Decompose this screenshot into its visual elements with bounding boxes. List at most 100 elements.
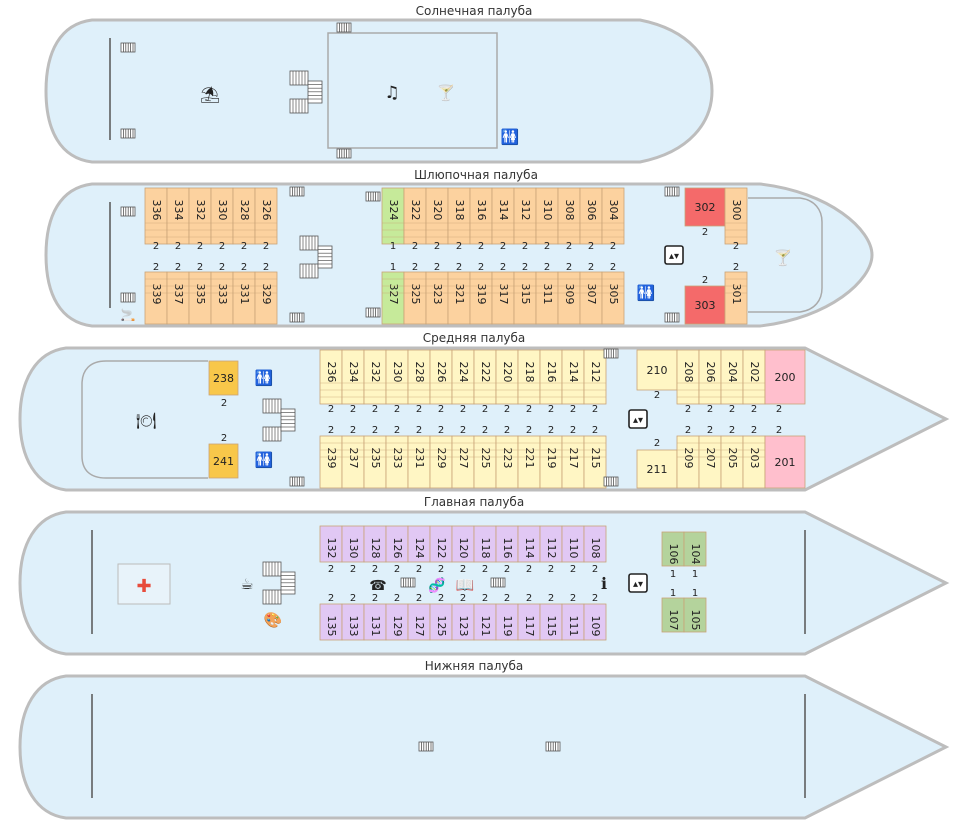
cabin-105[interactable]: 1051 bbox=[683, 588, 707, 633]
cabin-201[interactable]: 2012 bbox=[764, 425, 806, 489]
cabin-228[interactable]: 2282 bbox=[407, 349, 431, 415]
cabin-330[interactable]: 3302 bbox=[210, 187, 234, 252]
cabin-311[interactable]: 3112 bbox=[535, 262, 559, 325]
cabin-122[interactable]: 1222 bbox=[429, 525, 453, 575]
cabin-118[interactable]: 1182 bbox=[473, 525, 497, 575]
cabin-310[interactable]: 3102 bbox=[535, 187, 559, 252]
cabin-224[interactable]: 2242 bbox=[451, 349, 475, 415]
cabin-318[interactable]: 3182 bbox=[447, 187, 471, 252]
cabin-204[interactable]: 2042 bbox=[720, 349, 744, 415]
cabin-104[interactable]: 1041 bbox=[683, 531, 707, 580]
cabin-232[interactable]: 2322 bbox=[363, 349, 387, 415]
cabin-216[interactable]: 2162 bbox=[539, 349, 563, 415]
cabin-324[interactable]: 3241 bbox=[381, 187, 405, 252]
cabin-117[interactable]: 1172 bbox=[517, 593, 541, 641]
cabin-339[interactable]: 3392 bbox=[144, 262, 168, 325]
cabin-135[interactable]: 1352 bbox=[319, 593, 343, 641]
cabin-317[interactable]: 3172 bbox=[491, 262, 515, 325]
cabin-210[interactable]: 2102 bbox=[636, 349, 678, 401]
cabin-236[interactable]: 2362 bbox=[319, 349, 343, 415]
cabin-205[interactable]: 2052 bbox=[720, 425, 744, 489]
cabin-129[interactable]: 1292 bbox=[385, 593, 409, 641]
cabin-226[interactable]: 2262 bbox=[429, 349, 453, 415]
cabin-133[interactable]: 1332 bbox=[341, 593, 365, 641]
cabin-203[interactable]: 2032 bbox=[742, 425, 766, 489]
cabin-238[interactable]: 2382 bbox=[208, 360, 239, 409]
cabin-130[interactable]: 1302 bbox=[341, 525, 365, 575]
cabin-121[interactable]: 1212 bbox=[473, 593, 497, 641]
cabin-230[interactable]: 2302 bbox=[385, 349, 409, 415]
cabin-325[interactable]: 3252 bbox=[403, 262, 427, 325]
cabin-212[interactable]: 2122 bbox=[583, 349, 607, 415]
cabin-327[interactable]: 3271 bbox=[381, 262, 405, 325]
cabin-217[interactable]: 2172 bbox=[561, 425, 585, 489]
cabin-231[interactable]: 2312 bbox=[407, 425, 431, 489]
cabin-227[interactable]: 2272 bbox=[451, 425, 475, 489]
cabin-131[interactable]: 1312 bbox=[363, 593, 387, 641]
cabin-239[interactable]: 2392 bbox=[319, 425, 343, 489]
cabin-111[interactable]: 1112 bbox=[561, 593, 585, 641]
cabin-209[interactable]: 2092 bbox=[676, 425, 700, 489]
cabin-132[interactable]: 1322 bbox=[319, 525, 343, 575]
cabin-312[interactable]: 3122 bbox=[513, 187, 537, 252]
cabin-123[interactable]: 1232 bbox=[451, 593, 475, 641]
cabin-114[interactable]: 1142 bbox=[517, 525, 541, 575]
cabin-223[interactable]: 2232 bbox=[495, 425, 519, 489]
cabin-241[interactable]: 2412 bbox=[208, 433, 239, 479]
cabin-106[interactable]: 1061 bbox=[661, 531, 685, 580]
cabin-115[interactable]: 1152 bbox=[539, 593, 563, 641]
cabin-200[interactable]: 2002 bbox=[764, 349, 806, 415]
cabin-120[interactable]: 1202 bbox=[451, 525, 475, 575]
cabin-316[interactable]: 3162 bbox=[469, 187, 493, 252]
cabin-108[interactable]: 1082 bbox=[583, 525, 607, 575]
cabin-221[interactable]: 2212 bbox=[517, 425, 541, 489]
cabin-315[interactable]: 3152 bbox=[513, 262, 537, 325]
cabin-116[interactable]: 1162 bbox=[495, 525, 519, 575]
cabin-234[interactable]: 2342 bbox=[341, 349, 365, 415]
cabin-300[interactable]: 3002 bbox=[724, 187, 748, 252]
cabin-219[interactable]: 2192 bbox=[539, 425, 563, 489]
cabin-314[interactable]: 3142 bbox=[491, 187, 515, 252]
cabin-127[interactable]: 1272 bbox=[407, 593, 431, 641]
cabin-308[interactable]: 3082 bbox=[557, 187, 581, 252]
cabin-326[interactable]: 3262 bbox=[254, 187, 278, 252]
cabin-211[interactable]: 2112 bbox=[636, 438, 678, 489]
cabin-218[interactable]: 2182 bbox=[517, 349, 541, 415]
cabin-222[interactable]: 2222 bbox=[473, 349, 497, 415]
cabin-214[interactable]: 2142 bbox=[561, 349, 585, 415]
cabin-235[interactable]: 2352 bbox=[363, 425, 387, 489]
cabin-125[interactable]: 1252 bbox=[429, 593, 453, 641]
cabin-307[interactable]: 3072 bbox=[579, 262, 603, 325]
cabin-320[interactable]: 3202 bbox=[425, 187, 449, 252]
cabin-119[interactable]: 1192 bbox=[495, 593, 519, 641]
cabin-303[interactable]: 3032 bbox=[684, 275, 726, 325]
cabin-322[interactable]: 3222 bbox=[403, 187, 427, 252]
cabin-126[interactable]: 1262 bbox=[385, 525, 409, 575]
cabin-110[interactable]: 1102 bbox=[561, 525, 585, 575]
cabin-107[interactable]: 1071 bbox=[661, 588, 685, 633]
cabin-337[interactable]: 3372 bbox=[166, 262, 190, 325]
cabin-329[interactable]: 3292 bbox=[254, 262, 278, 325]
cabin-109[interactable]: 1092 bbox=[583, 593, 607, 641]
cabin-331[interactable]: 3312 bbox=[232, 262, 256, 325]
cabin-328[interactable]: 3282 bbox=[232, 187, 256, 252]
cabin-207[interactable]: 2072 bbox=[698, 425, 722, 489]
cabin-304[interactable]: 3042 bbox=[601, 187, 625, 252]
cabin-233[interactable]: 2332 bbox=[385, 425, 409, 489]
cabin-319[interactable]: 3192 bbox=[469, 262, 493, 325]
cabin-306[interactable]: 3062 bbox=[579, 187, 603, 252]
cabin-208[interactable]: 2082 bbox=[676, 349, 700, 415]
cabin-321[interactable]: 3212 bbox=[447, 262, 471, 325]
cabin-215[interactable]: 2152 bbox=[583, 425, 607, 489]
cabin-332[interactable]: 3322 bbox=[188, 187, 212, 252]
cabin-309[interactable]: 3092 bbox=[557, 262, 581, 325]
cabin-336[interactable]: 3362 bbox=[144, 187, 168, 252]
cabin-220[interactable]: 2202 bbox=[495, 349, 519, 415]
cabin-128[interactable]: 1282 bbox=[363, 525, 387, 575]
cabin-334[interactable]: 3342 bbox=[166, 187, 190, 252]
cabin-323[interactable]: 3232 bbox=[425, 262, 449, 325]
cabin-333[interactable]: 3332 bbox=[210, 262, 234, 325]
cabin-302[interactable]: 3022 bbox=[684, 187, 726, 238]
cabin-335[interactable]: 3352 bbox=[188, 262, 212, 325]
cabin-305[interactable]: 3052 bbox=[601, 262, 625, 325]
